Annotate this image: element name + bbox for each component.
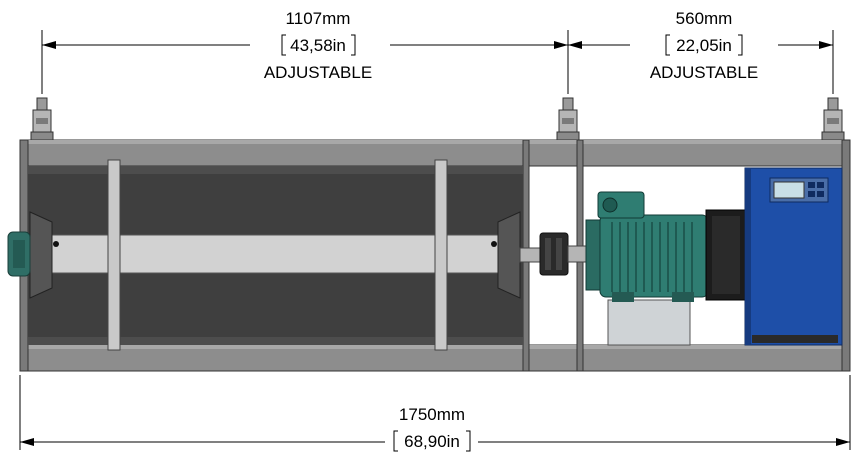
frame-right-post [841, 139, 851, 372]
belt-bottom-edge [28, 337, 523, 345]
cabinet-key-3 [808, 191, 815, 197]
center-shaft-band [51, 234, 508, 274]
right-span-mm: 560mm [676, 9, 733, 28]
arrowhead-overall-left [20, 438, 34, 446]
coupling-ridge-a [545, 238, 551, 270]
lifting-lug-right [821, 97, 845, 141]
coupling-ridge-b [556, 238, 562, 270]
left-span-inches: 43,58in [290, 36, 346, 55]
left-span-mm: 1107mm [286, 9, 351, 28]
end-hub-left-inner [13, 240, 25, 268]
dimension-overall: 1750mm 68,90in [19, 375, 851, 452]
dimension-right-span: 560mm 22,05in ADJUSTABLE [568, 9, 834, 94]
dimension-left-span: 1107mm 43,58in ADJUSTABLE [41, 9, 569, 94]
cabinet-key-4 [817, 191, 824, 197]
strap-right [434, 159, 448, 351]
right-span-note: ADJUSTABLE [650, 63, 758, 82]
bolt-right [491, 241, 497, 247]
cabinet-base [752, 335, 838, 343]
arrowhead-right-end [819, 41, 833, 49]
bracket-open [393, 430, 398, 452]
bearing-housing-right [497, 211, 521, 299]
bracket-close [738, 34, 743, 56]
coupling-shaft-motor [567, 245, 587, 263]
arrowhead-left-end [554, 41, 568, 49]
arrowhead-left [42, 41, 56, 49]
motor-base [607, 299, 691, 346]
drum-section [7, 159, 523, 351]
coupling-shaft [519, 247, 543, 263]
motor-foot-right [672, 292, 694, 302]
gearbox-inner [712, 216, 740, 294]
left-span-note: ADJUSTABLE [264, 63, 372, 82]
cabinet-key-1 [808, 182, 815, 188]
cabinet-key-2 [817, 182, 824, 188]
motor-fins [611, 222, 693, 292]
shaft-coupling [519, 232, 587, 276]
bearing-housing-left [29, 211, 53, 299]
lifting-lugs [30, 97, 845, 141]
right-span-inches: 22,05in [676, 36, 732, 55]
lifting-lug-middle [556, 97, 580, 141]
coupling-body [539, 232, 569, 276]
motor-cable-gland [602, 197, 618, 213]
bracket-close [466, 430, 471, 452]
motor-foot-left [612, 292, 634, 302]
bracket-open [281, 34, 286, 56]
overall-length-inches: 68,90in [404, 432, 460, 451]
arrowhead-right-start [568, 41, 582, 49]
overall-length-mm: 1750mm [399, 405, 465, 424]
cabinet-display [773, 181, 805, 199]
electric-motor [585, 191, 747, 346]
strap-left [107, 159, 121, 351]
bracket-close [351, 34, 356, 56]
control-cabinet [744, 167, 843, 346]
bracket-open [665, 34, 670, 56]
frame-top-highlight [20, 140, 850, 144]
belt-top-edge [28, 166, 523, 174]
cabinet-edge [745, 168, 751, 345]
lifting-lug-left [30, 97, 54, 141]
arrowhead-overall-right [836, 438, 850, 446]
bolt-left [53, 241, 59, 247]
